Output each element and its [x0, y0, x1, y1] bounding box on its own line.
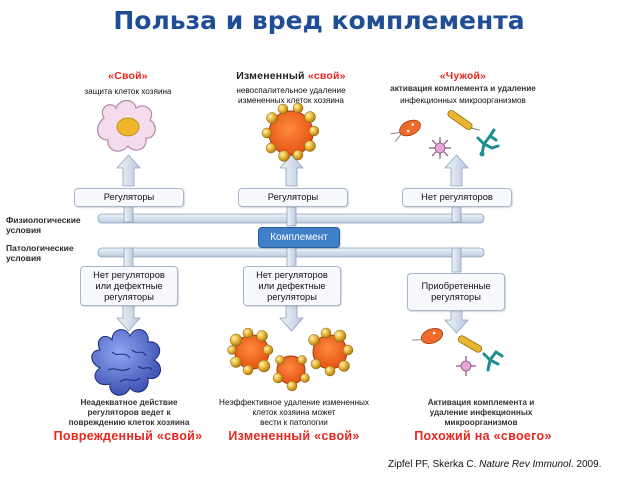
physiological-conditions-label: Физиологические условия [6, 215, 81, 235]
up-arrows [116, 154, 469, 187]
self-regulators-box: Регуляторы [74, 188, 184, 207]
page-title: Польза и вред комплемента [113, 6, 525, 35]
heading-altered-self: «свой» [307, 70, 346, 82]
self-bottom-description: Неадекватное действие регуляторов ведет … [68, 398, 190, 427]
damaged-self-title: Поврежденный «свой» [53, 429, 203, 443]
altered-regulators-box: Регуляторы [238, 188, 348, 207]
heading-altered: Измененный «свой» [196, 70, 386, 82]
complement-box: Комплемент [258, 227, 340, 248]
heading-self: «Свой» [108, 70, 148, 82]
down-arrows [116, 304, 469, 334]
pathological-conditions-label: Патологические условия [6, 243, 74, 263]
mimicking-microbes-illustration [412, 328, 504, 376]
subtitle-altered: невоспалительное удаление измененных кле… [236, 86, 346, 105]
foreign-bottom-description: Активация комплемента и удаление инфекци… [427, 398, 535, 427]
subtitle-foreign-bold: активация комплемента и удаление [390, 84, 536, 93]
citation-journal: Nature Rev Immunol [479, 459, 571, 470]
connector-pipes [97, 199, 485, 273]
citation-authors: Zipfel PF, Skerka C. [388, 459, 480, 470]
heading-altered-prefix: Измененный [236, 70, 308, 82]
damaged-self-cell-illustration [91, 328, 162, 396]
foreign-acquired-regulators-box: Приобретенные регуляторы [407, 273, 505, 311]
altered-self-clusters-illustration [227, 327, 354, 392]
heading-foreign: «Чужой» [439, 70, 487, 82]
citation: Zipfel PF, Skerka C. Nature Rev Immunol.… [388, 459, 628, 470]
foreign-microbes-illustration [390, 110, 500, 159]
mimicking-self-title: Похожий на «своего» [414, 429, 552, 443]
subtitle-foreign: инфекционных микроорганизмов [400, 96, 526, 105]
altered-self-cell-illustration [261, 102, 320, 162]
altered-self-title: Измененный «свой» [228, 429, 360, 443]
self-cell-illustration [97, 99, 156, 152]
altered-bottom-description: Неэффективное удаление измененных клеток… [219, 398, 369, 427]
foreign-no-regulators-box: Нет регуляторов [402, 188, 512, 207]
citation-year: . 2009. [570, 459, 602, 470]
altered-defective-regulators-box: Нет регуляторов или дефектные регуляторы [243, 266, 341, 306]
subtitle-self: защита клеток хозяина [84, 87, 172, 96]
self-defective-regulators-box: Нет регуляторов или дефектные регуляторы [80, 266, 178, 306]
